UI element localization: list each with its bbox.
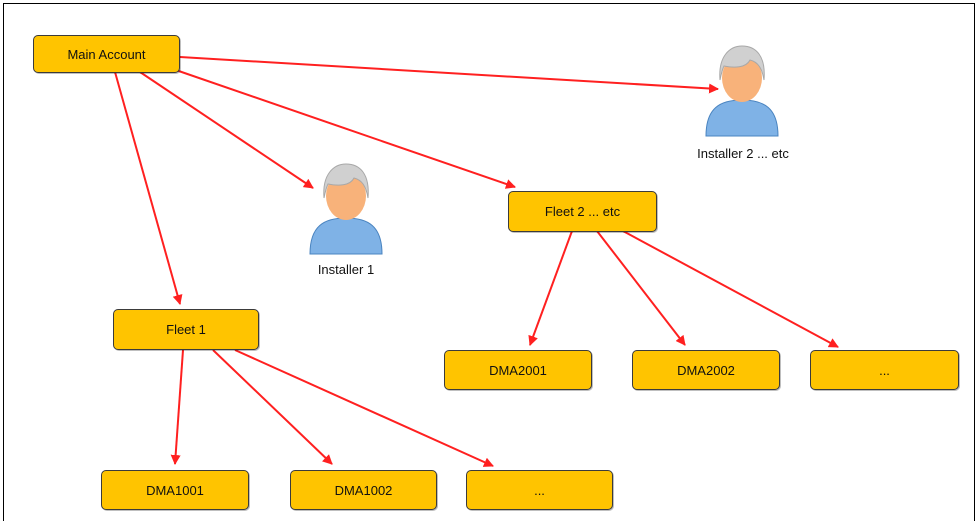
edge-fleet1-to-dma1001: [170, 349, 184, 465]
installer1-user-icon: [309, 163, 383, 255]
installer2-user-icon: [705, 45, 779, 137]
fleet1-more-node[interactable]: ...: [466, 470, 613, 510]
installer2-label: Installer 2 ... etc: [697, 146, 789, 161]
edge-main-to-fleet1: [114, 71, 183, 305]
fleet2-node[interactable]: Fleet 2 ... etc: [508, 191, 657, 232]
dma2001-node[interactable]: DMA2001: [444, 350, 592, 390]
edge-fleet2-to-dma2002: [596, 230, 686, 346]
edge-fleet2-to-more: [622, 230, 839, 348]
dma1002-node[interactable]: DMA1002: [290, 470, 437, 510]
fleet2-more-node[interactable]: ...: [810, 350, 959, 390]
edge-main-to-fleet2: [169, 67, 516, 189]
dma2002-node[interactable]: DMA2002: [632, 350, 780, 390]
edge-main-to-installer1: [139, 71, 314, 189]
fleet1-node[interactable]: Fleet 1: [113, 309, 259, 350]
main-account-node[interactable]: Main Account: [33, 35, 180, 73]
edge-fleet1-to-dma1002: [212, 349, 333, 465]
installer1-label: Installer 1: [317, 262, 375, 277]
edge-fleet1-to-more: [234, 349, 494, 467]
dma1001-node[interactable]: DMA1001: [101, 470, 249, 510]
edge-main-to-installer2: [179, 56, 719, 94]
edge-fleet2-to-dma2001: [528, 230, 573, 346]
